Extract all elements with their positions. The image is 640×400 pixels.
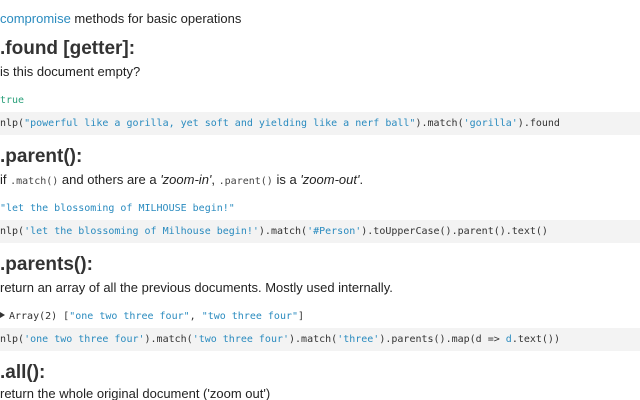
- code-string: 'three': [337, 334, 380, 345]
- section-title-parents: .parents():: [0, 254, 93, 275]
- section-desc-found: is this document empty?: [0, 64, 141, 79]
- desc-emphasis: 'zoom-out': [300, 172, 360, 187]
- code-part: ).parents().map(d =>: [379, 334, 506, 345]
- desc-text: is a: [272, 172, 301, 187]
- code-part: ).match(: [415, 118, 464, 129]
- section-desc-all: return the whole original document ('zoo…: [0, 386, 271, 400]
- section-title-all: .all():: [0, 362, 46, 383]
- code-string: 'gorilla': [463, 118, 518, 129]
- compromise-link[interactable]: compromise: [0, 11, 71, 26]
- code-string: 'one two three four': [24, 334, 145, 345]
- code-part: nlp(: [0, 118, 25, 129]
- code-example-parent[interactable]: nlp('let the blossoming of Milhouse begi…: [0, 220, 640, 243]
- result-string: "two three four": [201, 311, 299, 322]
- code-part: ).match(: [258, 226, 308, 237]
- code-part: ).match(: [144, 334, 193, 345]
- desc-emphasis: 'zoom-in': [160, 172, 212, 187]
- code-example-found[interactable]: nlp("powerful like a gorilla, yet soft a…: [0, 112, 640, 135]
- code-string: 'let the blossoming of Milhouse begin!': [24, 226, 259, 237]
- desc-text: and others are a: [58, 172, 161, 187]
- result-value: true: [0, 95, 25, 106]
- section-title-found: .found [getter]:: [0, 38, 136, 59]
- result-parent: "let the blossoming of MILHOUSE begin!": [0, 203, 235, 214]
- result-parents[interactable]: Array(2) ["one two three four", "two thr…: [0, 311, 304, 322]
- desc-text: .: [359, 172, 364, 187]
- result-found: true: [0, 95, 24, 106]
- inline-code: .match(): [10, 176, 59, 187]
- result-part: ]: [298, 311, 305, 322]
- code-part: nlp(: [0, 226, 25, 237]
- result-string: "one two three four": [69, 311, 190, 322]
- code-string: 'two three four': [192, 334, 290, 345]
- intro-text: methods for basic operations: [70, 11, 242, 26]
- inline-code: .parent(): [218, 176, 273, 187]
- code-part: ).match(: [289, 334, 338, 345]
- page-intro: compromise methods for basic operations: [0, 11, 241, 26]
- section-desc-parents: return an array of all the previous docu…: [0, 280, 393, 295]
- code-part: ).found: [517, 118, 560, 129]
- code-part: ).toUpperCase().parent().text(): [361, 226, 548, 237]
- code-example-parents[interactable]: nlp('one two three four').match('two thr…: [0, 328, 640, 351]
- result-part: ,: [189, 311, 202, 322]
- section-title-parent: .parent():: [0, 146, 83, 167]
- code-variable: d: [505, 334, 512, 345]
- desc-text: ,: [211, 172, 219, 187]
- code-string: "powerful like a gorilla, yet soft and y…: [24, 118, 416, 129]
- code-string: '#Person': [307, 226, 362, 237]
- code-part: .text()): [511, 334, 560, 345]
- expand-triangle-icon[interactable]: [0, 312, 5, 318]
- section-desc-parent: if .match() and others are a 'zoom-in', …: [0, 172, 363, 187]
- code-part: nlp(: [0, 334, 25, 345]
- result-part: Array(2) [: [9, 311, 70, 322]
- result-value: "let the blossoming of MILHOUSE begin!": [0, 203, 235, 214]
- desc-text: if: [0, 172, 11, 187]
